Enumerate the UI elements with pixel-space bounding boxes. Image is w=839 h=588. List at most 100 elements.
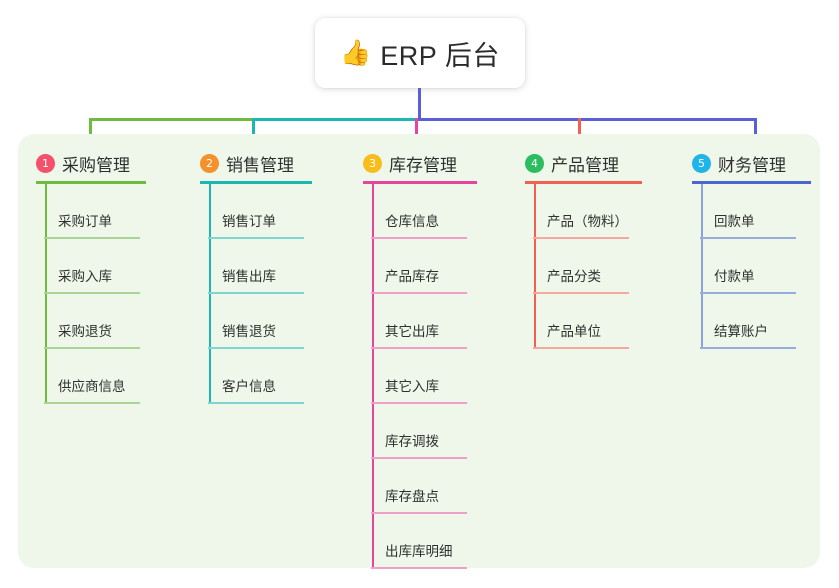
branch-leaf-item[interactable]: 库存盘点	[363, 459, 467, 514]
branch-leaf-label: 其它入库	[385, 379, 439, 394]
branch-leaf-label: 付款单	[714, 269, 755, 284]
branch-leaf-item[interactable]: 销售退货	[200, 294, 304, 349]
branch-header-2[interactable]: 2 销售管理	[200, 142, 312, 184]
branch-leaf-label: 供应商信息	[58, 379, 126, 394]
root-stem-connector	[418, 88, 421, 121]
branches-panel	[18, 134, 820, 568]
branch-leaf-label: 采购订单	[58, 214, 112, 229]
branch-column-3: 3 库存管理仓库信息产品库存其它出库其它入库库存调拨库存盘点出库库明细	[363, 142, 477, 569]
branch-drop-connector-2	[252, 118, 255, 148]
branch-leaf-item[interactable]: 产品（物料）	[525, 184, 629, 239]
branch-spine	[534, 184, 536, 349]
branch-leaf-item[interactable]: 产品库存	[363, 239, 467, 294]
branch-leaf-label: 仓库信息	[385, 214, 439, 229]
branch-leaf-item[interactable]: 付款单	[692, 239, 796, 294]
branch-leaf-rule	[208, 347, 304, 349]
branch-leaf-rule	[44, 347, 140, 349]
branch-leaf-label: 销售出库	[222, 269, 276, 284]
branch-leaf-rule	[700, 292, 796, 294]
branch-leaf-item[interactable]: 其它入库	[363, 349, 467, 404]
branch-leaf-label: 回款单	[714, 214, 755, 229]
branch-leaf-label: 销售退货	[222, 324, 276, 339]
branch-column-2: 2 销售管理销售订单销售出库销售退货客户信息	[200, 142, 312, 404]
branch-leaf-label: 库存盘点	[385, 489, 439, 504]
branch-drop-connector-5	[754, 118, 757, 148]
branch-leaf-item[interactable]: 回款单	[692, 184, 796, 239]
branch-leaf-item[interactable]: 客户信息	[200, 349, 304, 404]
branch-leaf-rule	[371, 512, 467, 514]
root-node-content: 👍 ERP 后台	[340, 34, 500, 73]
branch-spine	[45, 184, 47, 404]
branch-title: 财务管理	[718, 155, 786, 175]
branch-leaf-rule	[208, 292, 304, 294]
branch-leaf-rule	[44, 402, 140, 404]
branch-leaf-rule	[533, 292, 629, 294]
branch-leaf-item[interactable]: 出库库明细	[363, 514, 467, 569]
branch-leaf-rule	[44, 237, 140, 239]
root-node-title: ERP 后台	[380, 40, 500, 71]
branch-index-badge: 3	[363, 153, 382, 173]
branch-leaf-item[interactable]: 采购退货	[36, 294, 140, 349]
branch-index-badge: 2	[200, 153, 219, 173]
branch-leaf-item[interactable]: 采购订单	[36, 184, 140, 239]
branch-spine	[372, 184, 374, 569]
branch-leaf-item[interactable]: 其它出库	[363, 294, 467, 349]
branch-header-4[interactable]: 4 产品管理	[525, 142, 642, 184]
branch-leaf-label: 产品分类	[547, 269, 601, 284]
branch-spine	[701, 184, 703, 349]
branch-leaf-rule	[533, 237, 629, 239]
branch-column-4: 4 产品管理产品（物料） 产品分类产品单位	[525, 142, 642, 349]
branch-leaf-rule	[208, 402, 304, 404]
branch-index-badge: 4	[525, 153, 544, 173]
branch-leaf-label: 其它出库	[385, 324, 439, 339]
branch-leaf-item[interactable]: 仓库信息	[363, 184, 467, 239]
bus-segment-1	[89, 118, 252, 121]
branch-leaf-rule	[208, 237, 304, 239]
root-node-card[interactable]: 👍 ERP 后台	[315, 18, 525, 88]
branch-title: 采购管理	[62, 155, 130, 175]
branch-leaf-item[interactable]: 销售订单	[200, 184, 304, 239]
branch-leaf-item[interactable]: 采购入库	[36, 239, 140, 294]
branch-title: 销售管理	[226, 155, 294, 175]
branch-spine	[209, 184, 211, 404]
branch-header-rule	[363, 181, 477, 184]
bus-segment-2	[252, 118, 418, 121]
branch-leaf-label: 客户信息	[222, 379, 276, 394]
thumbs-up-icon: 👍	[340, 38, 372, 67]
branch-leaf-item[interactable]: 销售出库	[200, 239, 304, 294]
branch-header-rule	[692, 181, 811, 184]
branch-leaf-label: 销售订单	[222, 214, 276, 229]
branch-leaf-item[interactable]: 产品分类	[525, 239, 629, 294]
branch-leaf-rule	[700, 237, 796, 239]
branch-leaf-rule	[371, 292, 467, 294]
branch-header-rule	[525, 181, 642, 184]
branch-leaf-rule	[371, 237, 467, 239]
branch-leaf-label: 采购退货	[58, 324, 112, 339]
branch-leaf-label: 产品（物料）	[547, 214, 628, 229]
branch-leaf-label: 库存调拨	[385, 434, 439, 449]
branch-leaf-label: 出库库明细	[385, 544, 453, 559]
branch-header-rule	[36, 181, 146, 184]
branch-title: 产品管理	[551, 155, 619, 175]
branch-drop-connector-3	[415, 118, 418, 148]
branch-leaf-rule	[371, 457, 467, 459]
branch-leaf-label: 采购入库	[58, 269, 112, 284]
branch-leaf-rule	[44, 292, 140, 294]
branch-leaf-rule	[371, 402, 467, 404]
branch-drop-connector-1	[89, 118, 92, 148]
branch-leaf-item[interactable]: 供应商信息	[36, 349, 140, 404]
branch-leaf-rule	[533, 347, 629, 349]
branch-leaf-label: 产品库存	[385, 269, 439, 284]
branch-title: 库存管理	[389, 155, 457, 175]
branch-header-rule	[200, 181, 312, 184]
branch-leaf-item[interactable]: 产品单位	[525, 294, 629, 349]
branch-leaf-rule	[371, 347, 467, 349]
branch-header-3[interactable]: 3 库存管理	[363, 142, 477, 184]
branch-leaf-rule	[700, 347, 796, 349]
branch-leaf-item[interactable]: 库存调拨	[363, 404, 467, 459]
branch-leaf-item[interactable]: 结算账户	[692, 294, 796, 349]
